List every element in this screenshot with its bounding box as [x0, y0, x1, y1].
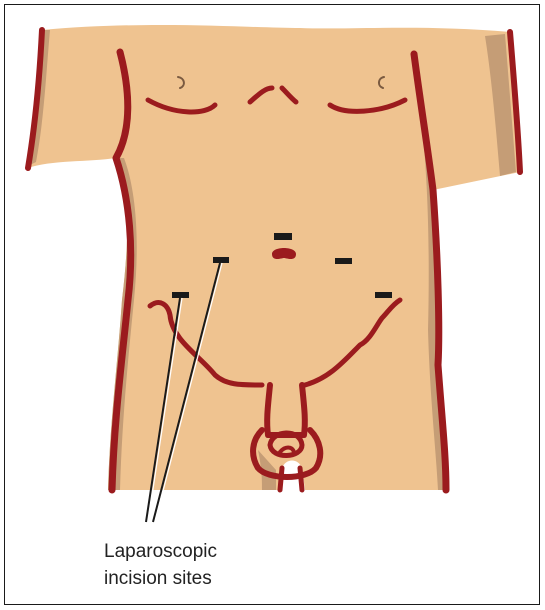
crotch-line: [280, 468, 282, 490]
caption-line: incision sites: [104, 565, 217, 592]
incision-mark: [213, 257, 229, 263]
incision-mark: [335, 258, 352, 264]
navel: [272, 248, 296, 259]
crotch-line-right: [300, 468, 302, 490]
caption-line: Laparoscopic: [104, 538, 217, 565]
incision-mark: [274, 233, 292, 240]
incision-mark: [172, 292, 189, 298]
incision-mark: [375, 292, 392, 298]
caption: Laparoscopic incision sites: [104, 538, 217, 592]
